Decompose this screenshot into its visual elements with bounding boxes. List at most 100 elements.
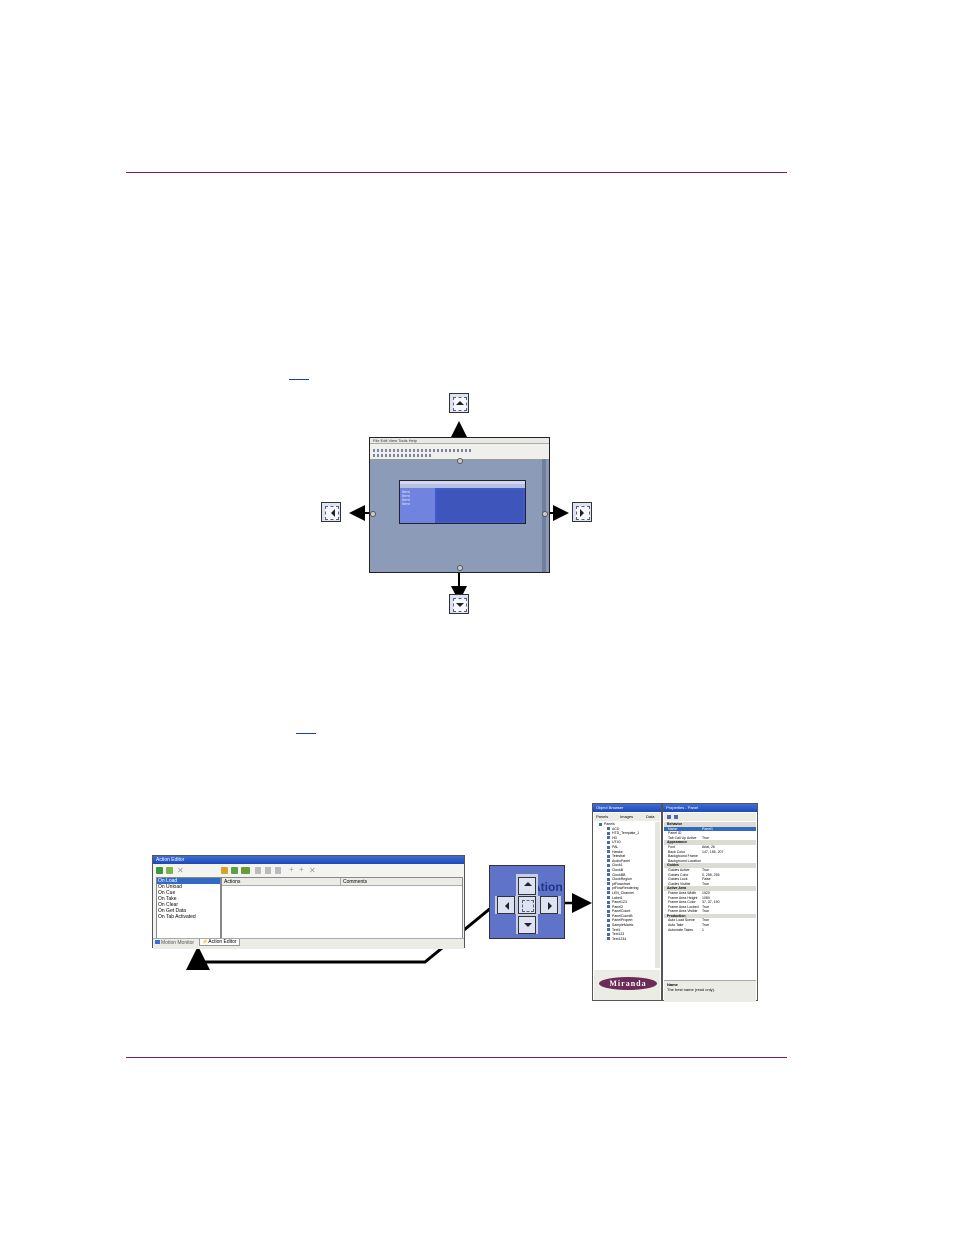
dock-left-icon[interactable] <box>321 502 341 522</box>
tab-panels[interactable]: Panels <box>596 814 609 819</box>
tree-item[interactable]: PanelCountB <box>597 914 655 919</box>
tree-item[interactable]: Panel2 <box>597 905 655 910</box>
top-dock-handle[interactable] <box>457 458 463 464</box>
property-category[interactable]: Active Area <box>664 886 756 891</box>
move-down-icon[interactable]: + <box>299 865 304 874</box>
figure-reference-link-1[interactable] <box>289 379 309 380</box>
zoom-dock-bottom-icon[interactable] <box>518 916 536 934</box>
add-event-icon[interactable] <box>156 867 163 874</box>
delete-event-icon[interactable]: ✕ <box>177 866 184 875</box>
edit-action-icon[interactable] <box>231 867 238 874</box>
tree-item[interactable]: Label1 <box>597 896 655 901</box>
event-item-on-load[interactable]: On Load <box>157 878 220 884</box>
event-item-on-cue[interactable]: On Cue <box>158 890 176 896</box>
figure-reference-link-2[interactable] <box>296 733 316 734</box>
tree-item[interactable]: Text1234 <box>597 937 655 942</box>
tree-item[interactable]: HTD_Template_1 <box>597 831 655 836</box>
tab-motion-monitor[interactable]: Motion Monitor <box>155 940 194 946</box>
categorized-icon[interactable] <box>667 815 671 819</box>
property-row[interactable]: Background Frame <box>664 854 756 859</box>
dock-bottom-icon[interactable] <box>449 594 469 614</box>
property-category[interactable]: Behavior <box>664 822 756 827</box>
zoom-dock-left-icon[interactable] <box>497 896 515 914</box>
script-icon[interactable] <box>241 867 250 874</box>
tree-item[interactable]: ACD <box>597 827 655 832</box>
event-item-on-take[interactable]: On Take <box>158 896 177 902</box>
paste-icon[interactable] <box>275 867 281 874</box>
left-dock-handle[interactable] <box>370 511 376 517</box>
tree-item[interactable]: Hawke <box>597 850 655 855</box>
tree-item[interactable]: LEN_Channel <box>597 891 655 896</box>
event-item-on-unload[interactable]: On Unload <box>158 884 182 890</box>
zoom-dock-center-icon[interactable] <box>518 896 536 914</box>
property-category[interactable]: Guides <box>664 863 756 868</box>
zoom-dock-right-icon[interactable] <box>540 896 558 914</box>
event-item-on-clear[interactable]: On Clear <box>158 902 179 908</box>
property-row[interactable]: Panel ID <box>664 831 756 836</box>
property-row[interactable]: Background Location <box>664 859 756 864</box>
tree-item[interactable]: ptFlowchart <box>597 882 655 887</box>
tree-item[interactable]: PanelCount <box>597 909 655 914</box>
property-name: Font <box>668 844 676 849</box>
property-category[interactable]: Production <box>664 913 756 919</box>
alphabetical-icon[interactable] <box>674 815 678 819</box>
zoom-dock-top-icon[interactable] <box>518 877 536 895</box>
tree-item[interactable]: Telestrat <box>597 854 655 859</box>
tree-item[interactable]: HD <box>597 836 655 841</box>
copy-icon[interactable] <box>265 867 271 874</box>
tree-item[interactable]: PAL <box>597 845 655 850</box>
tree-item[interactable]: ClockB <box>597 868 655 873</box>
right-dock-handle[interactable] <box>542 511 548 517</box>
tree-item[interactable]: ClockBB <box>597 873 655 878</box>
tab-data[interactable]: Data <box>646 814 655 819</box>
tab-action-editor[interactable]: ⚡Action Editor <box>199 939 240 946</box>
event-item-on-get-data[interactable]: On Get Data <box>158 908 187 914</box>
tree-item[interactable]: AudioPanel <box>597 859 655 864</box>
tree-item-label: HTD_Template_1 <box>612 831 640 836</box>
tree-item[interactable]: Clock1 <box>597 863 655 868</box>
tab-images[interactable]: Images <box>620 814 634 819</box>
tree-item[interactable]: ptFlowRendering <box>597 886 655 891</box>
tree-item[interactable]: Text123 <box>597 932 655 937</box>
dock-top-icon[interactable] <box>449 393 469 413</box>
event-item-on-tab-activated[interactable]: On Tab Activated <box>158 914 196 920</box>
add-action-icon[interactable] <box>221 867 228 874</box>
tree-item[interactable]: PanelPropert <box>597 918 655 923</box>
dock-right-icon[interactable] <box>572 502 592 522</box>
comments-column-header[interactable]: Comments <box>343 879 368 885</box>
action-grid[interactable]: Actions Comments <box>221 877 463 939</box>
tree-item[interactable]: SampleMatrix <box>597 923 655 928</box>
tree-item[interactable]: Panel123 <box>597 900 655 905</box>
remove-action-icon[interactable]: ✕ <box>309 866 316 875</box>
tree-item[interactable]: Text1 <box>597 928 655 933</box>
cut-icon[interactable] <box>255 867 261 874</box>
actions-column-header[interactable]: Actions <box>224 879 241 885</box>
tree-scrollbar[interactable] <box>655 822 660 968</box>
edit-event-icon[interactable] <box>166 867 173 874</box>
tree-item[interactable]: Panels <box>597 822 655 827</box>
tree-item[interactable]: ClockRegion <box>597 877 655 882</box>
property-category[interactable]: Appearance <box>664 840 756 845</box>
tree-item[interactable]: UT40 <box>597 840 655 845</box>
property-name: Frame Area Height <box>668 895 698 900</box>
move-up-icon[interactable]: + <box>289 865 294 874</box>
bottom-dock-handle[interactable] <box>457 565 463 571</box>
